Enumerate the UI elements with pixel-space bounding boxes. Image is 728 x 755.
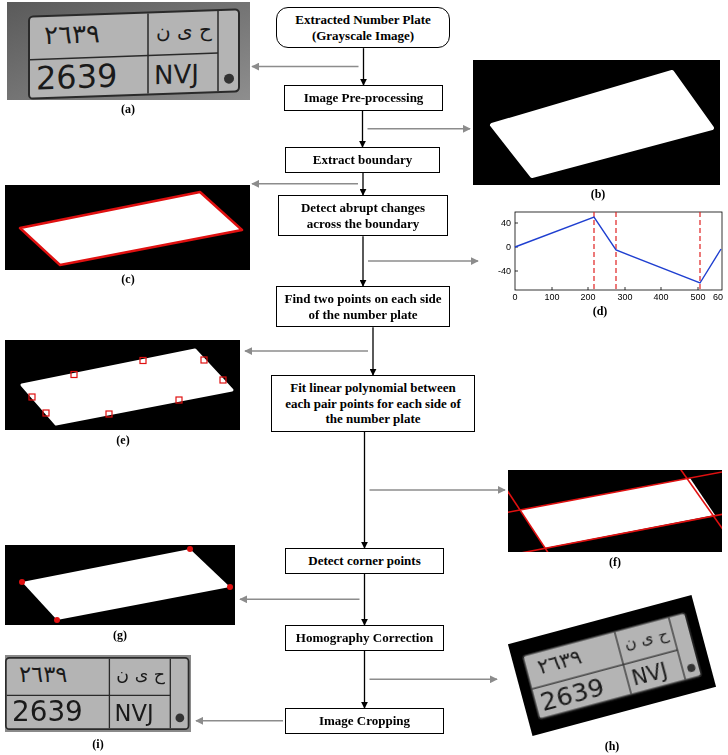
- boundary-signal: [515, 217, 721, 283]
- plate-mask: [22, 350, 232, 424]
- flow-arrow: [363, 48, 364, 85]
- plate-text: NVJ: [629, 659, 669, 688]
- plate-text: ح ى ن: [156, 19, 212, 41]
- axis-tick-label: 40: [501, 219, 511, 228]
- plate-text: NVJ: [115, 701, 154, 724]
- plate-text: 2639: [12, 698, 83, 726]
- axis-tick-label: 0: [506, 243, 511, 252]
- panel-label: (a): [121, 103, 135, 115]
- process-box: Image Pre-processing: [284, 85, 443, 111]
- axis-tick-label: 100: [544, 293, 559, 302]
- warped-image: ٢٦٣٩ ح ى ن 2639 NVJ: [508, 595, 716, 736]
- change-markers: [594, 212, 700, 290]
- process-box: Detect abrupt changes across the boundar…: [278, 195, 448, 236]
- pointer-arrow: [252, 66, 359, 68]
- flow-arrow: [362, 111, 363, 147]
- flow-arrow: [372, 327, 373, 375]
- plate-mask: [492, 72, 712, 176]
- process-box: Extract boundary: [285, 147, 440, 173]
- plate-text: ٢٦٣٩: [19, 663, 68, 686]
- axis-ticks: [515, 223, 698, 290]
- flow-arrow: [364, 574, 365, 625]
- panel-label: (g): [113, 629, 127, 641]
- pointer-arrow: [370, 489, 506, 491]
- step-text: Extract boundary: [292, 152, 433, 168]
- photo-frame: [7, 2, 250, 100]
- flow-arrow: [362, 173, 363, 195]
- step-text: Image Cropping: [292, 713, 437, 729]
- panel-label: (i): [92, 738, 103, 750]
- step-text: Detect corner points: [292, 553, 437, 569]
- plate-text: 2639: [36, 60, 117, 95]
- step-text: Homography Correction: [292, 630, 437, 646]
- step-text: Detect abrupt changes across the boundar…: [285, 200, 441, 231]
- plate-text: ٢٦٣٩: [44, 20, 100, 48]
- flow-arrow: [362, 236, 363, 286]
- boundary-outline: [20, 192, 242, 265]
- photo-frame: [5, 655, 191, 732]
- axis-tick-label: 0: [512, 293, 517, 302]
- plate-text: 2639: [537, 673, 607, 715]
- number-plate: ٢٦٣٩ ح ى ن 2639 NVJ: [521, 611, 702, 720]
- panel-label: (d): [593, 305, 608, 317]
- axis-tick-label: 60: [713, 293, 723, 302]
- flow-arrow: [364, 651, 365, 708]
- pointer-arrow: [196, 720, 283, 722]
- flow-arrow: [364, 432, 365, 548]
- panel-label: (e): [116, 434, 129, 446]
- process-box: Detect corner points: [285, 548, 444, 574]
- number-plate: ٢٦٣٩ ح ى ن 2639 NVJ: [28, 8, 240, 99]
- process-box: Fit linear polynomial between each pair …: [271, 375, 475, 432]
- axis-tick-label: 200: [580, 293, 595, 302]
- fitted-lines: [508, 470, 722, 552]
- step-text: Find two points on each side of the numb…: [283, 291, 443, 322]
- chart-axes: [515, 212, 722, 290]
- process-box: Homography Correction: [285, 625, 444, 651]
- plate-text: ٢٦٣٩: [535, 646, 584, 678]
- step-text: Extracted Number Plate (Grayscale Image): [283, 12, 443, 43]
- axis-tick-label: 300: [617, 293, 632, 302]
- panel-label: (h): [605, 740, 620, 752]
- binary-image: [5, 545, 235, 625]
- process-box: Find two points on each side of the numb…: [276, 286, 450, 327]
- axis-tick-label: 500: [690, 293, 705, 302]
- plate-mask: [22, 549, 230, 620]
- pointer-arrow: [368, 260, 478, 262]
- process-box: Image Cropping: [285, 708, 444, 734]
- pointer-arrow: [245, 350, 368, 352]
- side-points: [29, 357, 226, 417]
- binary-image: [5, 340, 240, 430]
- panel-label: (c): [121, 273, 134, 285]
- pointer-arrow: [252, 183, 358, 185]
- panel-label: (f): [609, 556, 621, 568]
- plate-mask: [520, 478, 715, 548]
- pointer-arrow: [240, 599, 360, 601]
- start-box: Extracted Number Plate (Grayscale Image): [276, 7, 450, 48]
- step-text: Fit linear polynomial between each pair …: [278, 380, 468, 427]
- binary-image: [473, 60, 720, 185]
- number-plate: ٢٦٣٩ ح ى ن 2639 NVJ: [5, 657, 189, 730]
- plate-text: NVJ: [154, 61, 199, 89]
- axis-tick-label: 400: [653, 293, 668, 302]
- step-text: Image Pre-processing: [291, 90, 436, 106]
- pointer-arrow: [368, 128, 471, 130]
- plate-text: ح ى ن: [116, 666, 165, 683]
- corner-points: [19, 546, 233, 623]
- axis-tick-label: -40: [498, 267, 511, 276]
- plate-text: ح ى ن: [622, 625, 669, 652]
- panel-label: (b): [591, 188, 606, 200]
- pointer-arrow: [370, 679, 498, 681]
- binary-image: [5, 185, 250, 270]
